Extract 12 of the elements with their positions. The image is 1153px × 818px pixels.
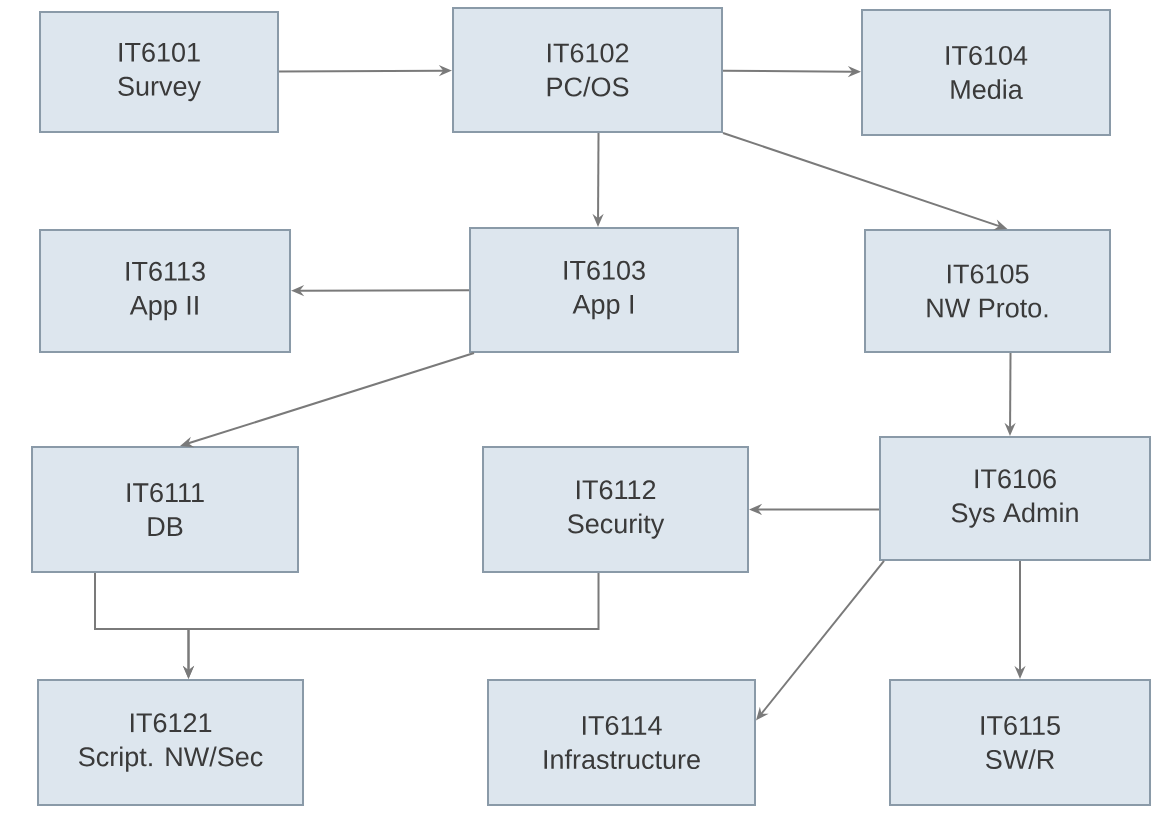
course-box: IT6104 Media xyxy=(861,9,1111,136)
course-box: IT6121 Script. NW/Sec xyxy=(37,679,304,806)
course-box: IT6111 DB xyxy=(31,446,299,573)
course-box: IT6112 Security xyxy=(482,446,749,573)
course-box: IT6102 PC/OS xyxy=(452,7,723,133)
course-box: IT6106 Sys Admin xyxy=(879,436,1151,561)
course-box: IT6115 SW/R xyxy=(889,679,1151,806)
course-box: IT6105 NW Proto. xyxy=(864,229,1111,353)
course-box: IT6114 Infrastructure xyxy=(487,679,756,806)
course-box: IT6103 App I xyxy=(469,227,739,353)
course-box: IT6101 Survey xyxy=(39,11,279,133)
course-box: IT6113 App II xyxy=(39,229,291,353)
